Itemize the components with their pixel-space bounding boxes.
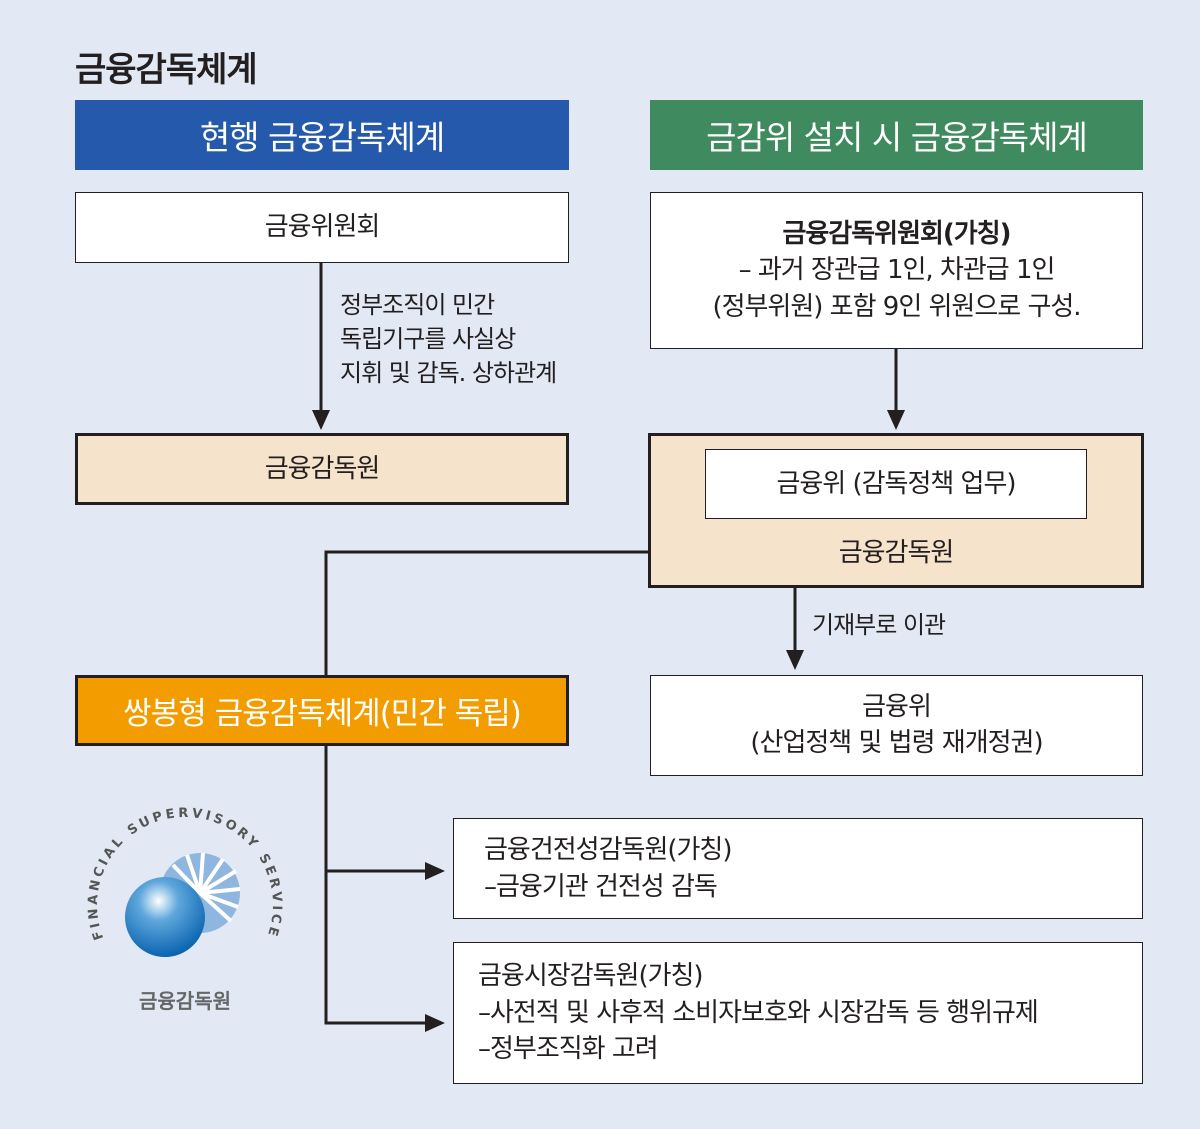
arrowhead — [425, 862, 445, 880]
current-system-header: 현행 금융감독체계 — [75, 100, 569, 170]
commission-desc: – 과거 장관급 1인, 차관급 1인 — [738, 255, 1056, 286]
arrowhead — [425, 1014, 445, 1032]
market-desc: –사전적 및 사후적 소비자보호와 시장감독 등 행위규제 — [478, 997, 1039, 1028]
line-to-twin-peaks — [324, 550, 650, 675]
note-line: 독립기구를 사실상 — [340, 325, 516, 354]
commission-title: 금융감독위원회(가칭) — [782, 218, 1011, 249]
proposed-system-header: 금감위 설치 시 금융감독체계 — [650, 100, 1143, 170]
arrowhead — [312, 410, 330, 430]
market-title: 금융시장감독원(가칭) — [478, 961, 704, 992]
transfer-note: 기재부로 이관 — [812, 611, 946, 639]
fsc-box: 금융위원회 — [75, 192, 569, 263]
prudential-desc: –금융기관 건전성 감독 — [484, 871, 718, 902]
fsc-industry-box: 금융위 (산업정책 및 법령 재개정권) — [650, 675, 1143, 776]
logo-korean-text: 금융감독원 — [139, 989, 231, 1013]
fss-label: 금융감독원 — [264, 453, 381, 484]
fsc-industry-desc: (산업정책 및 법령 재개정권) — [750, 727, 1043, 758]
prudential-box: 금융건전성감독원(가칭) –금융기관 건전성 감독 — [453, 818, 1143, 919]
note-line: 지휘 및 감독. 상하관계 — [340, 359, 557, 388]
fsc-label: 금융위원회 — [264, 212, 381, 243]
logo-sphere — [125, 877, 205, 957]
fss-logo: FINANCIAL SUPERVISORY SERVICE 금융감독원 — [86, 806, 284, 1013]
prudential-title: 금융건전성감독원(가칭) — [484, 835, 732, 866]
fsc-industry-title: 금융위 — [862, 692, 932, 723]
fsc-inner-box: 금융위 (감독정책 업무) — [705, 449, 1087, 519]
commission-desc: (정부위원) 포함 9인 위원으로 구성. — [712, 291, 1081, 322]
page-title: 금융감독체계 — [75, 50, 258, 90]
fsc-inner-label: 금융위 (감독정책 업무) — [776, 468, 1016, 499]
fss-outer-label: 금융감독원 — [838, 537, 955, 568]
market-desc: –정부조직화 고려 — [478, 1034, 659, 1065]
arrowhead — [887, 410, 905, 430]
commission-box: 금융감독위원회(가칭) – 과거 장관급 1인, 차관급 1인 (정부위원) 포… — [650, 192, 1143, 349]
market-box: 금융시장감독원(가칭) –사전적 및 사후적 소비자보호와 시장감독 등 행위규… — [453, 942, 1143, 1084]
fss-box: 금융감독원 — [75, 433, 569, 505]
arrowhead — [786, 650, 804, 670]
twin-peaks-header: 쌍봉형 금융감독체계(민간 독립) — [75, 675, 569, 746]
note-line: 정부조직이 민간 — [340, 291, 495, 319]
line-to-market — [324, 745, 428, 1025]
current-relation-note: 정부조직이 민간 독립기구를 사실상 지휘 및 감독. 상하관계 — [340, 288, 557, 390]
